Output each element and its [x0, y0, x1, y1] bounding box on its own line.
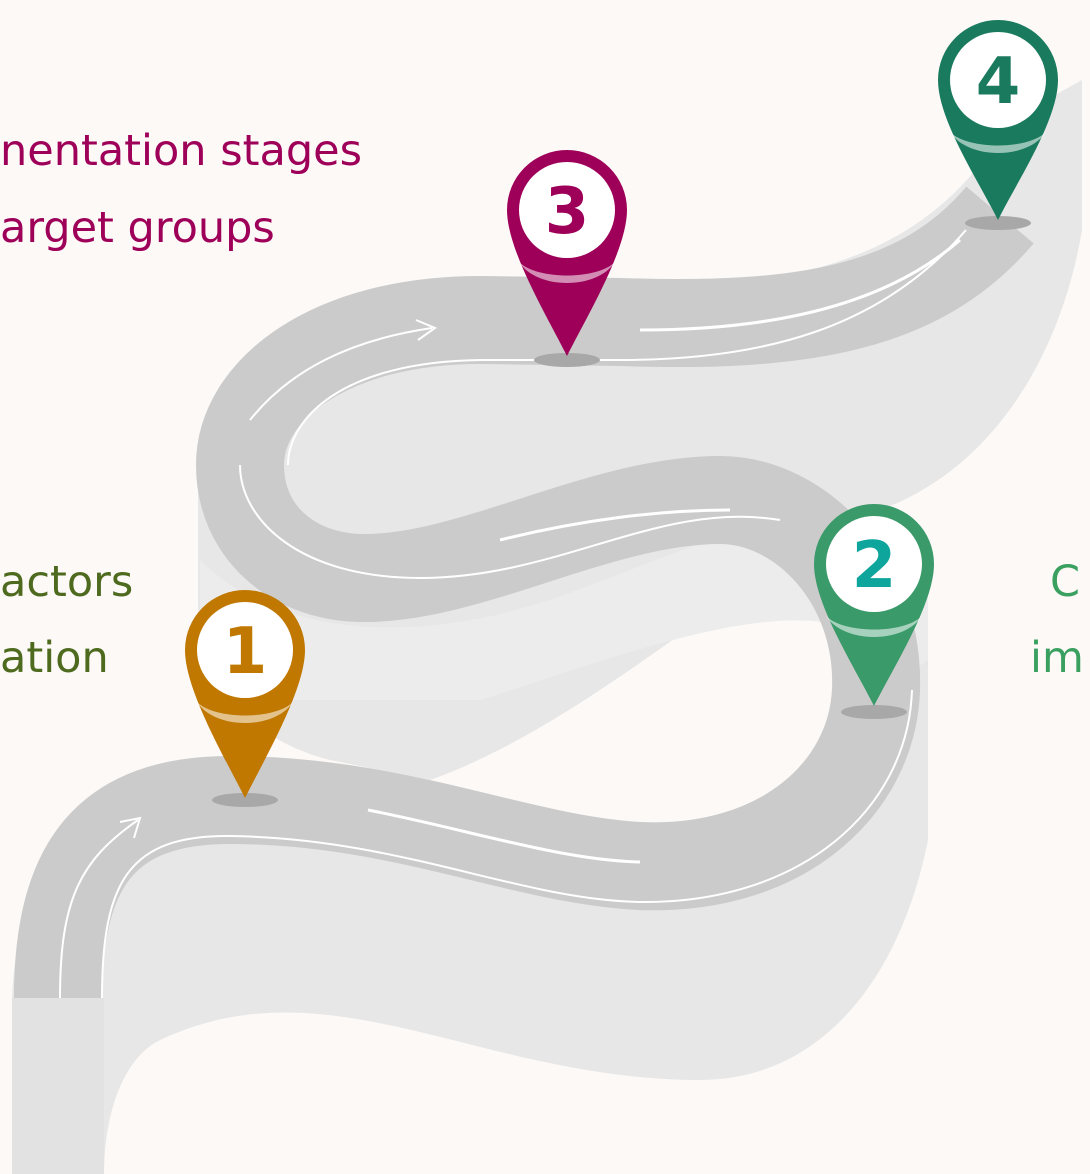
map-pin-2: 2	[814, 504, 934, 706]
pin-number-1: 1	[223, 615, 268, 689]
pin-face-4	[950, 32, 1046, 128]
map-pin-1: 1	[185, 590, 305, 798]
pin-shadow-1	[212, 793, 278, 807]
pin-shadow-3	[534, 353, 600, 367]
stage3-label-line2: arget groups	[0, 203, 275, 253]
stage2-label-line1: C	[1050, 557, 1081, 607]
road-center-dash	[367, 808, 641, 864]
pin-shadow-4	[965, 216, 1031, 230]
road-inner-line-2	[239, 464, 781, 580]
road-start-block	[12, 998, 104, 1174]
pin-highlight-1	[197, 702, 293, 723]
map-pin-3: 3	[507, 150, 627, 356]
road-center-dash-3	[499, 508, 731, 542]
map-pin-4: 4	[938, 20, 1058, 220]
road-outer-line	[101, 689, 913, 999]
stage2-label-line2: im	[1030, 633, 1084, 683]
pin-face-2	[826, 516, 922, 612]
road-surface	[14, 185, 1034, 999]
arrow-head-1-icon	[119, 816, 142, 839]
stage3-label-line1: nentation stages	[0, 126, 362, 176]
direction-arrow-3	[249, 327, 433, 421]
arrow-head-3-icon	[415, 319, 438, 341]
pin-face-1	[197, 602, 293, 698]
pin-number-2: 2	[852, 529, 897, 603]
pin-highlight-3	[519, 262, 615, 283]
pin-number-3: 3	[545, 175, 590, 249]
pin-shadow-2	[841, 705, 907, 719]
road-side-back	[200, 517, 928, 700]
pin-highlight-4	[950, 132, 1046, 153]
stage1-label-line1: actors	[0, 557, 134, 607]
pin-highlight-2	[826, 616, 922, 637]
pin-face-3	[519, 162, 615, 258]
road-center-dash-2	[639, 238, 961, 332]
stage1-label-line2: ation	[0, 633, 109, 683]
pin-number-4: 4	[976, 45, 1021, 119]
direction-arrow-1	[59, 819, 139, 999]
road-inner-line	[287, 229, 967, 466]
